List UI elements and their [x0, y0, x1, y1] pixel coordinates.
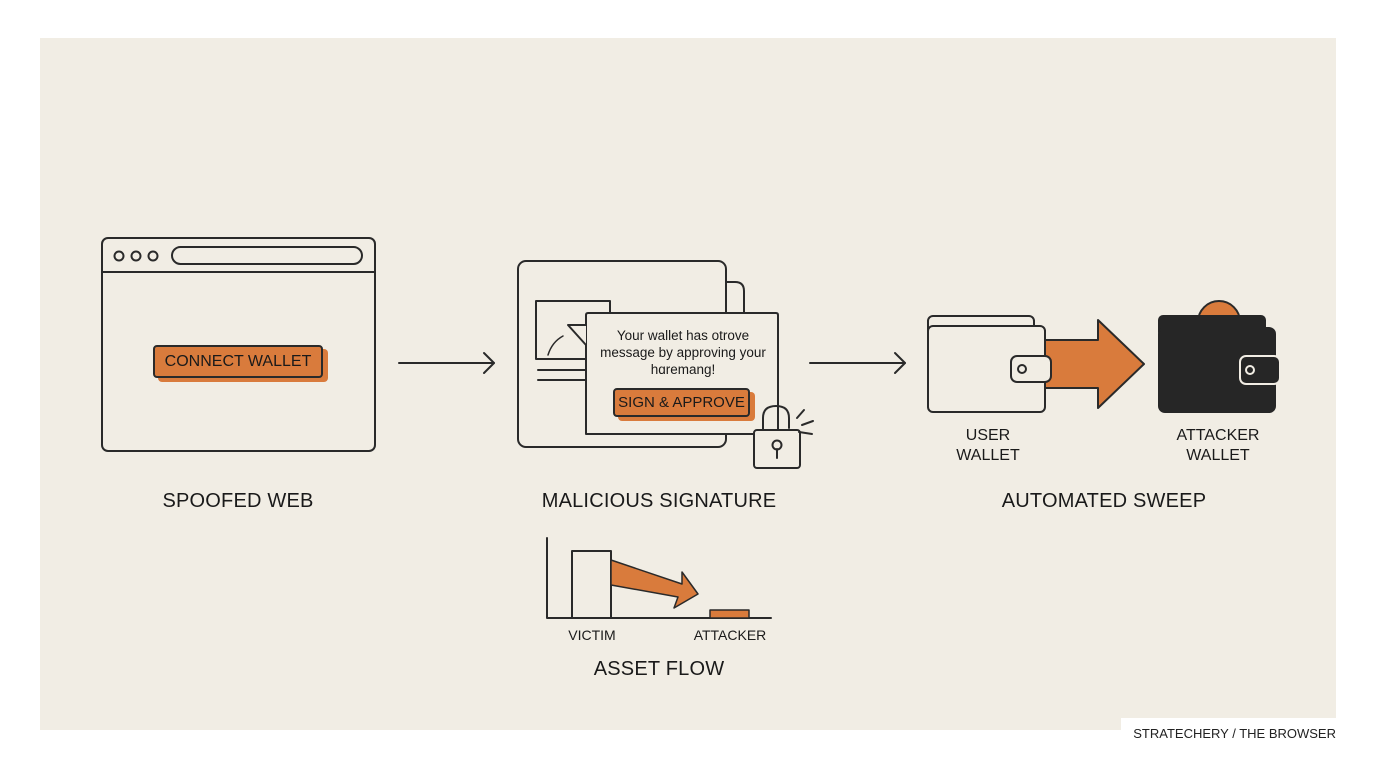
flow-arrow-icon — [809, 352, 906, 374]
asset-flow-chart — [546, 537, 772, 619]
user-wallet-label: USER WALLET — [956, 427, 1020, 464]
transfer-arrow-icon — [1044, 319, 1145, 409]
stage-title-automated-sweep: AUTOMATED SWEEP — [1001, 490, 1207, 512]
victim-label: VICTIM — [568, 627, 616, 643]
browser-window-icon — [101, 237, 376, 452]
stage-title-malicious-signature: MALICIOUS SIGNATURE — [541, 490, 777, 512]
unlocked-padlock-icon — [753, 405, 814, 469]
flow-arrow-icon — [398, 352, 495, 374]
attacker-wallet-label: ATTACKER WALLET — [1176, 427, 1260, 464]
connect-wallet-button[interactable]: CONNECT WALLET — [153, 345, 323, 378]
attacker-wallet-icon — [1158, 300, 1281, 413]
attacker-label: ATTACKER — [693, 627, 767, 643]
sign-approve-button[interactable]: SIGN & APPROVE — [613, 388, 750, 417]
stage-title-spoofed-web: SPOOFED WEB — [162, 490, 314, 512]
source-credit: STRATECHERY / THE BROWSER — [1121, 718, 1336, 747]
user-wallet-icon — [927, 315, 1052, 413]
signature-dialog-message: Your wallet has otrove message by approv… — [600, 328, 766, 377]
asset-flow-title: ASSET FLOW — [593, 658, 725, 680]
